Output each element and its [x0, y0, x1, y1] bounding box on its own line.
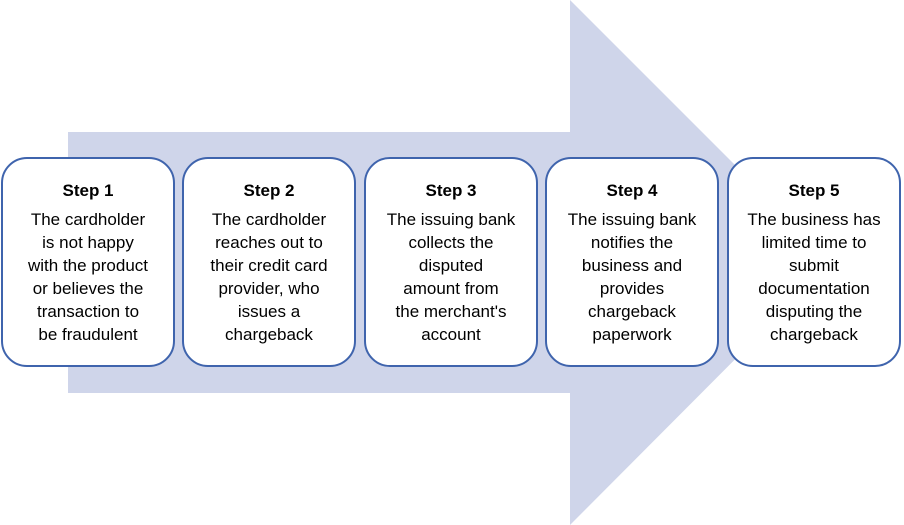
step-4-title: Step 4	[606, 181, 658, 200]
step-5-box: Step 5 The business has limited time to …	[727, 157, 901, 367]
step-4-box: Step 4 The issuing bank notifies the bus…	[545, 157, 719, 367]
step-2-box: Step 2 The cardholder reaches out to the…	[182, 157, 356, 367]
step-1-title: Step 1	[62, 181, 114, 200]
step-3-text: The issuing bank collects the disputed a…	[386, 210, 516, 344]
step-1-box: Step 1 The cardholder is not happy with …	[1, 157, 175, 367]
step-3-title: Step 3	[425, 181, 477, 200]
step-4-text: The issuing bank notifies the business a…	[567, 210, 697, 344]
step-5-text: The business has limited time to submit …	[747, 210, 881, 344]
step-3-box: Step 3 The issuing bank collects the dis…	[364, 157, 538, 367]
step-5-title: Step 5	[788, 181, 840, 200]
step-1-text: The cardholder is not happy with the pro…	[27, 210, 148, 344]
step-2-title: Step 2	[243, 181, 295, 200]
step-2-text: The cardholder reaches out to their cred…	[210, 210, 328, 344]
